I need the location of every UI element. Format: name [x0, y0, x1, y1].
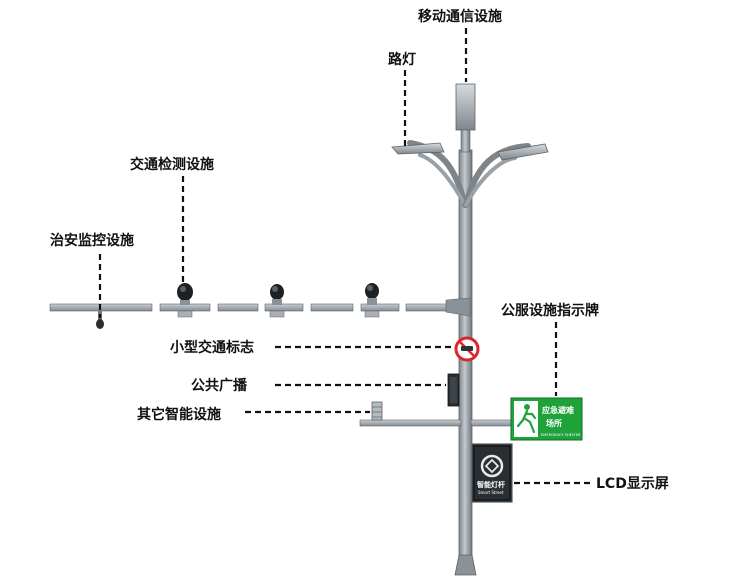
label-traffic-detect: 交通检测设施 — [130, 157, 214, 173]
label-public-service-sign: 公服设施指示牌 — [501, 303, 599, 319]
other-smart-device — [371, 401, 383, 421]
broadcast-speaker — [447, 373, 460, 407]
lamp-arm-right — [463, 143, 531, 208]
label-other-smart: 其它智能设施 — [137, 407, 221, 423]
label-street-light: 路灯 — [388, 52, 416, 68]
lamp-head-right — [497, 143, 549, 161]
cross-arm — [49, 297, 471, 317]
emergency-sign-line1: 应急避难 — [542, 405, 574, 415]
traffic-camera-1 — [177, 283, 193, 318]
lamp-arm-right-inner — [464, 156, 517, 207]
leader-lines — [98, 28, 590, 485]
traffic-camera-3 — [364, 283, 380, 318]
lcd-screen: 智能灯杆 Smart Street — [471, 443, 513, 503]
lamp-head-left — [391, 142, 445, 155]
lower-arm — [359, 419, 512, 427]
antenna-box — [455, 83, 476, 131]
pole-base — [454, 554, 477, 576]
emergency-sign-line2: 场所 — [546, 418, 562, 428]
antenna-neck — [460, 129, 471, 153]
traffic-camera-2 — [269, 284, 285, 318]
lcd-brand-text: 智能灯杆 — [477, 480, 505, 489]
label-small-traffic-sign: 小型交通标志 — [170, 340, 254, 356]
emergency-sign-line3: EMERGENCY SHELTER — [541, 433, 581, 437]
lcd-sub-text: Smart Street — [478, 490, 504, 495]
label-mobile-comm: 移动通信设施 — [418, 9, 502, 25]
emergency-sign: 应急避难 场所 EMERGENCY SHELTER — [510, 397, 583, 441]
lamp-arm-left-inner — [418, 153, 467, 207]
label-lcd-screen: LCD显示屏 — [596, 476, 669, 492]
label-security-monitor: 治安监控设施 — [50, 233, 134, 249]
small-traffic-sign — [454, 336, 480, 362]
label-public-broadcast: 公共广播 — [191, 378, 247, 394]
security-camera — [96, 311, 104, 329]
